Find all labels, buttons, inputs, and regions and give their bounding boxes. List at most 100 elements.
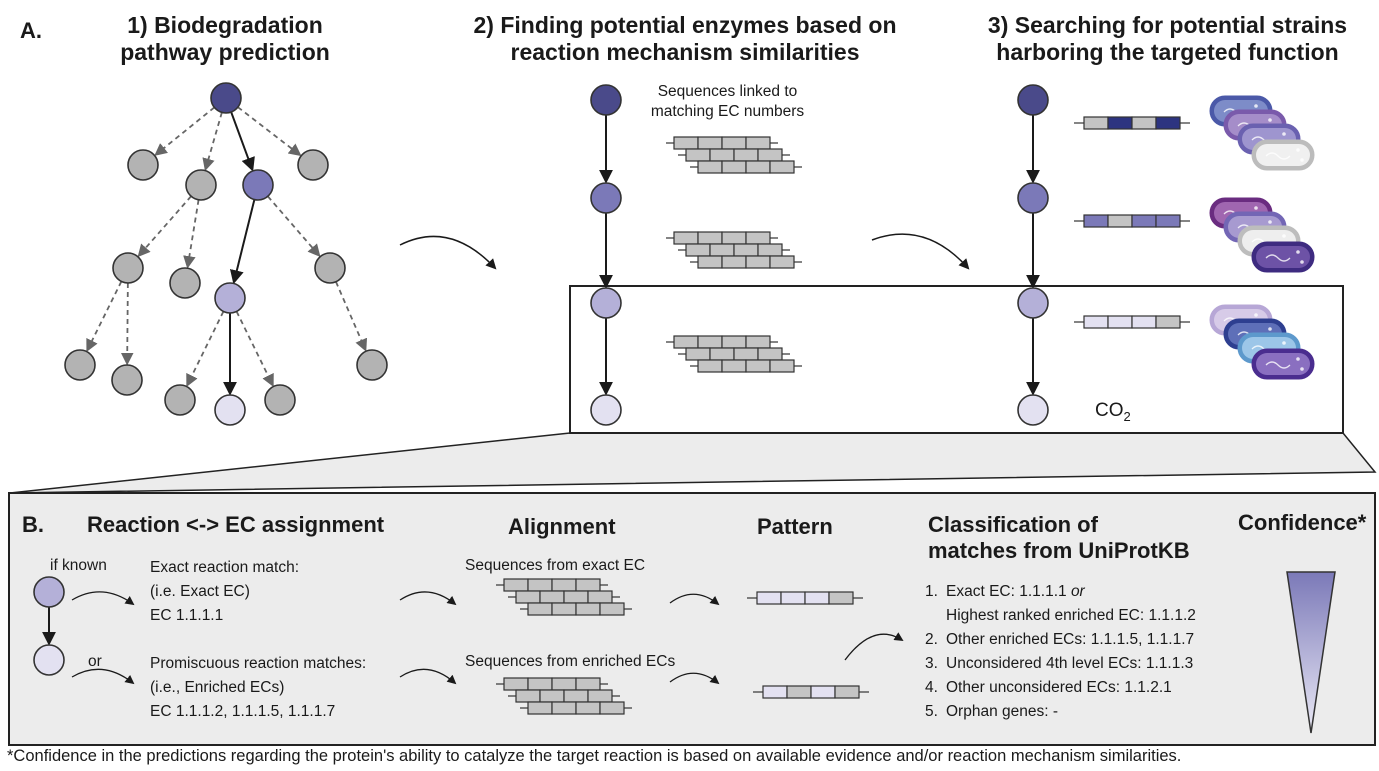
predicted-arrow bbox=[183, 199, 200, 269]
sequence-box bbox=[515, 689, 541, 703]
panelb-node bbox=[33, 644, 65, 676]
sequence-box bbox=[575, 677, 601, 691]
sequence-box bbox=[769, 255, 795, 269]
sequence-box bbox=[709, 243, 735, 257]
pattern-box bbox=[1107, 116, 1133, 130]
predicted-arrow bbox=[237, 106, 302, 157]
classification-line2: matches from UniProtKB bbox=[928, 538, 1190, 563]
pattern-box bbox=[804, 591, 830, 605]
bacterium-dot bbox=[1268, 220, 1272, 224]
pathway-node-alternative bbox=[297, 149, 329, 181]
sequence-box bbox=[733, 347, 759, 361]
sequence-box bbox=[551, 578, 577, 592]
sequence-box bbox=[745, 255, 771, 269]
bacterium-dot bbox=[1254, 104, 1258, 108]
bacteria-clusters bbox=[1209, 95, 1315, 380]
small-curved-arrow bbox=[399, 668, 457, 685]
chain-node bbox=[1017, 394, 1049, 426]
sequence-box bbox=[539, 590, 565, 604]
classification-line1: Classification of bbox=[928, 512, 1098, 537]
predicted-arrow bbox=[186, 311, 225, 387]
promiscuous-line1: Promiscuous reaction matches: bbox=[150, 655, 367, 672]
sequence-box bbox=[757, 148, 783, 162]
pathway-node-alternative bbox=[164, 384, 196, 416]
pathway-node-selected bbox=[214, 394, 246, 426]
strain-chain bbox=[1017, 84, 1049, 426]
predicted-arrow bbox=[335, 281, 368, 352]
sequence-box bbox=[697, 160, 723, 174]
selected-arrow bbox=[230, 111, 255, 172]
sequence-box bbox=[527, 602, 553, 616]
sequence-box bbox=[575, 602, 601, 616]
step3-title-line2: harboring the targeted function bbox=[996, 39, 1339, 65]
co2-main: CO bbox=[1095, 400, 1124, 421]
sequence-box bbox=[721, 136, 747, 150]
highlight-box bbox=[569, 285, 1344, 434]
sequence-box bbox=[697, 255, 723, 269]
sequence-box bbox=[515, 590, 541, 604]
sequence-box bbox=[697, 335, 723, 349]
bacterium-inner bbox=[1256, 144, 1310, 166]
classification-item: Highest ranked enriched EC: 1.1.1.2 bbox=[946, 607, 1196, 624]
pattern-box bbox=[762, 685, 788, 699]
bacterium-dot bbox=[1282, 341, 1286, 345]
pattern-box bbox=[1155, 315, 1181, 329]
step2-title-line1: 2) Finding potential enzymes based on bbox=[473, 12, 897, 38]
sequence-box bbox=[697, 136, 723, 150]
pattern-box bbox=[828, 591, 854, 605]
chain-node bbox=[590, 287, 622, 319]
sequence-box bbox=[733, 243, 759, 257]
or-label: or bbox=[88, 653, 102, 670]
step3-title: 3) Searching for potential strains harbo… bbox=[960, 12, 1375, 66]
pathway-node-alternative bbox=[264, 384, 296, 416]
enzyme-chain bbox=[590, 84, 622, 426]
sequence-box bbox=[539, 689, 565, 703]
bacterium-dot bbox=[1296, 357, 1300, 361]
pattern-bars bbox=[1074, 116, 1190, 329]
pattern-box bbox=[1107, 214, 1133, 228]
selected-arrow bbox=[229, 199, 256, 285]
bacterium-dot bbox=[1282, 234, 1286, 238]
confidence-title: Confidence* bbox=[1238, 510, 1367, 535]
pathway-node-alternative bbox=[356, 349, 388, 381]
sequence-box bbox=[575, 578, 601, 592]
sequence-box bbox=[697, 359, 723, 373]
pathway-node-selected bbox=[242, 169, 274, 201]
sequence-box bbox=[745, 136, 771, 150]
bacterium-dot bbox=[1296, 148, 1300, 152]
sequence-box bbox=[757, 347, 783, 361]
sequence-box bbox=[503, 677, 529, 691]
panel-b-box bbox=[8, 492, 1376, 746]
predicted-arrow bbox=[137, 195, 192, 258]
sequence-box bbox=[721, 160, 747, 174]
bacterium-dna bbox=[1265, 361, 1291, 369]
chain-node bbox=[590, 182, 622, 214]
bacterium-dot bbox=[1300, 260, 1304, 264]
predicted-arrow bbox=[202, 112, 223, 172]
pathway-node-alternative bbox=[64, 349, 96, 381]
sequence-box bbox=[685, 148, 711, 162]
classification-item: 4.Other unconsidered ECs: 1.1.2.1 bbox=[925, 679, 1172, 696]
exact-match-line1: Exact reaction match: bbox=[150, 559, 300, 576]
footnote: *Confidence in the predictions regarding… bbox=[7, 747, 1182, 765]
classification-title: Classification of matches from UniProtKB bbox=[928, 512, 1190, 564]
sequence-box bbox=[721, 359, 747, 373]
pathway-node-alternative bbox=[185, 169, 217, 201]
predicted-arrow bbox=[154, 106, 215, 156]
seq-exact-label: Sequences from exact EC bbox=[465, 557, 646, 574]
step1-title: 1) Biodegradation pathway prediction bbox=[110, 12, 340, 66]
bacterium-dot bbox=[1300, 367, 1304, 371]
small-curved-arrow bbox=[71, 668, 135, 685]
zoom-connector bbox=[9, 432, 1377, 494]
sequence-box bbox=[563, 590, 589, 604]
small-curved-arrow bbox=[399, 591, 457, 606]
classification-item: 3.Unconsidered 4th level ECs: 1.1.1.3 bbox=[925, 655, 1194, 672]
seq-label-line2: matching EC numbers bbox=[650, 103, 805, 120]
pathway-node-alternative bbox=[314, 252, 346, 284]
panel-a-label: A. bbox=[20, 18, 42, 43]
chain-node bbox=[590, 394, 622, 426]
exact-match-text: Exact reaction match: (i.e. Exact EC) EC… bbox=[150, 556, 299, 628]
pattern-box bbox=[1131, 214, 1157, 228]
pattern-box bbox=[786, 685, 812, 699]
predicted-arrow bbox=[120, 282, 134, 366]
